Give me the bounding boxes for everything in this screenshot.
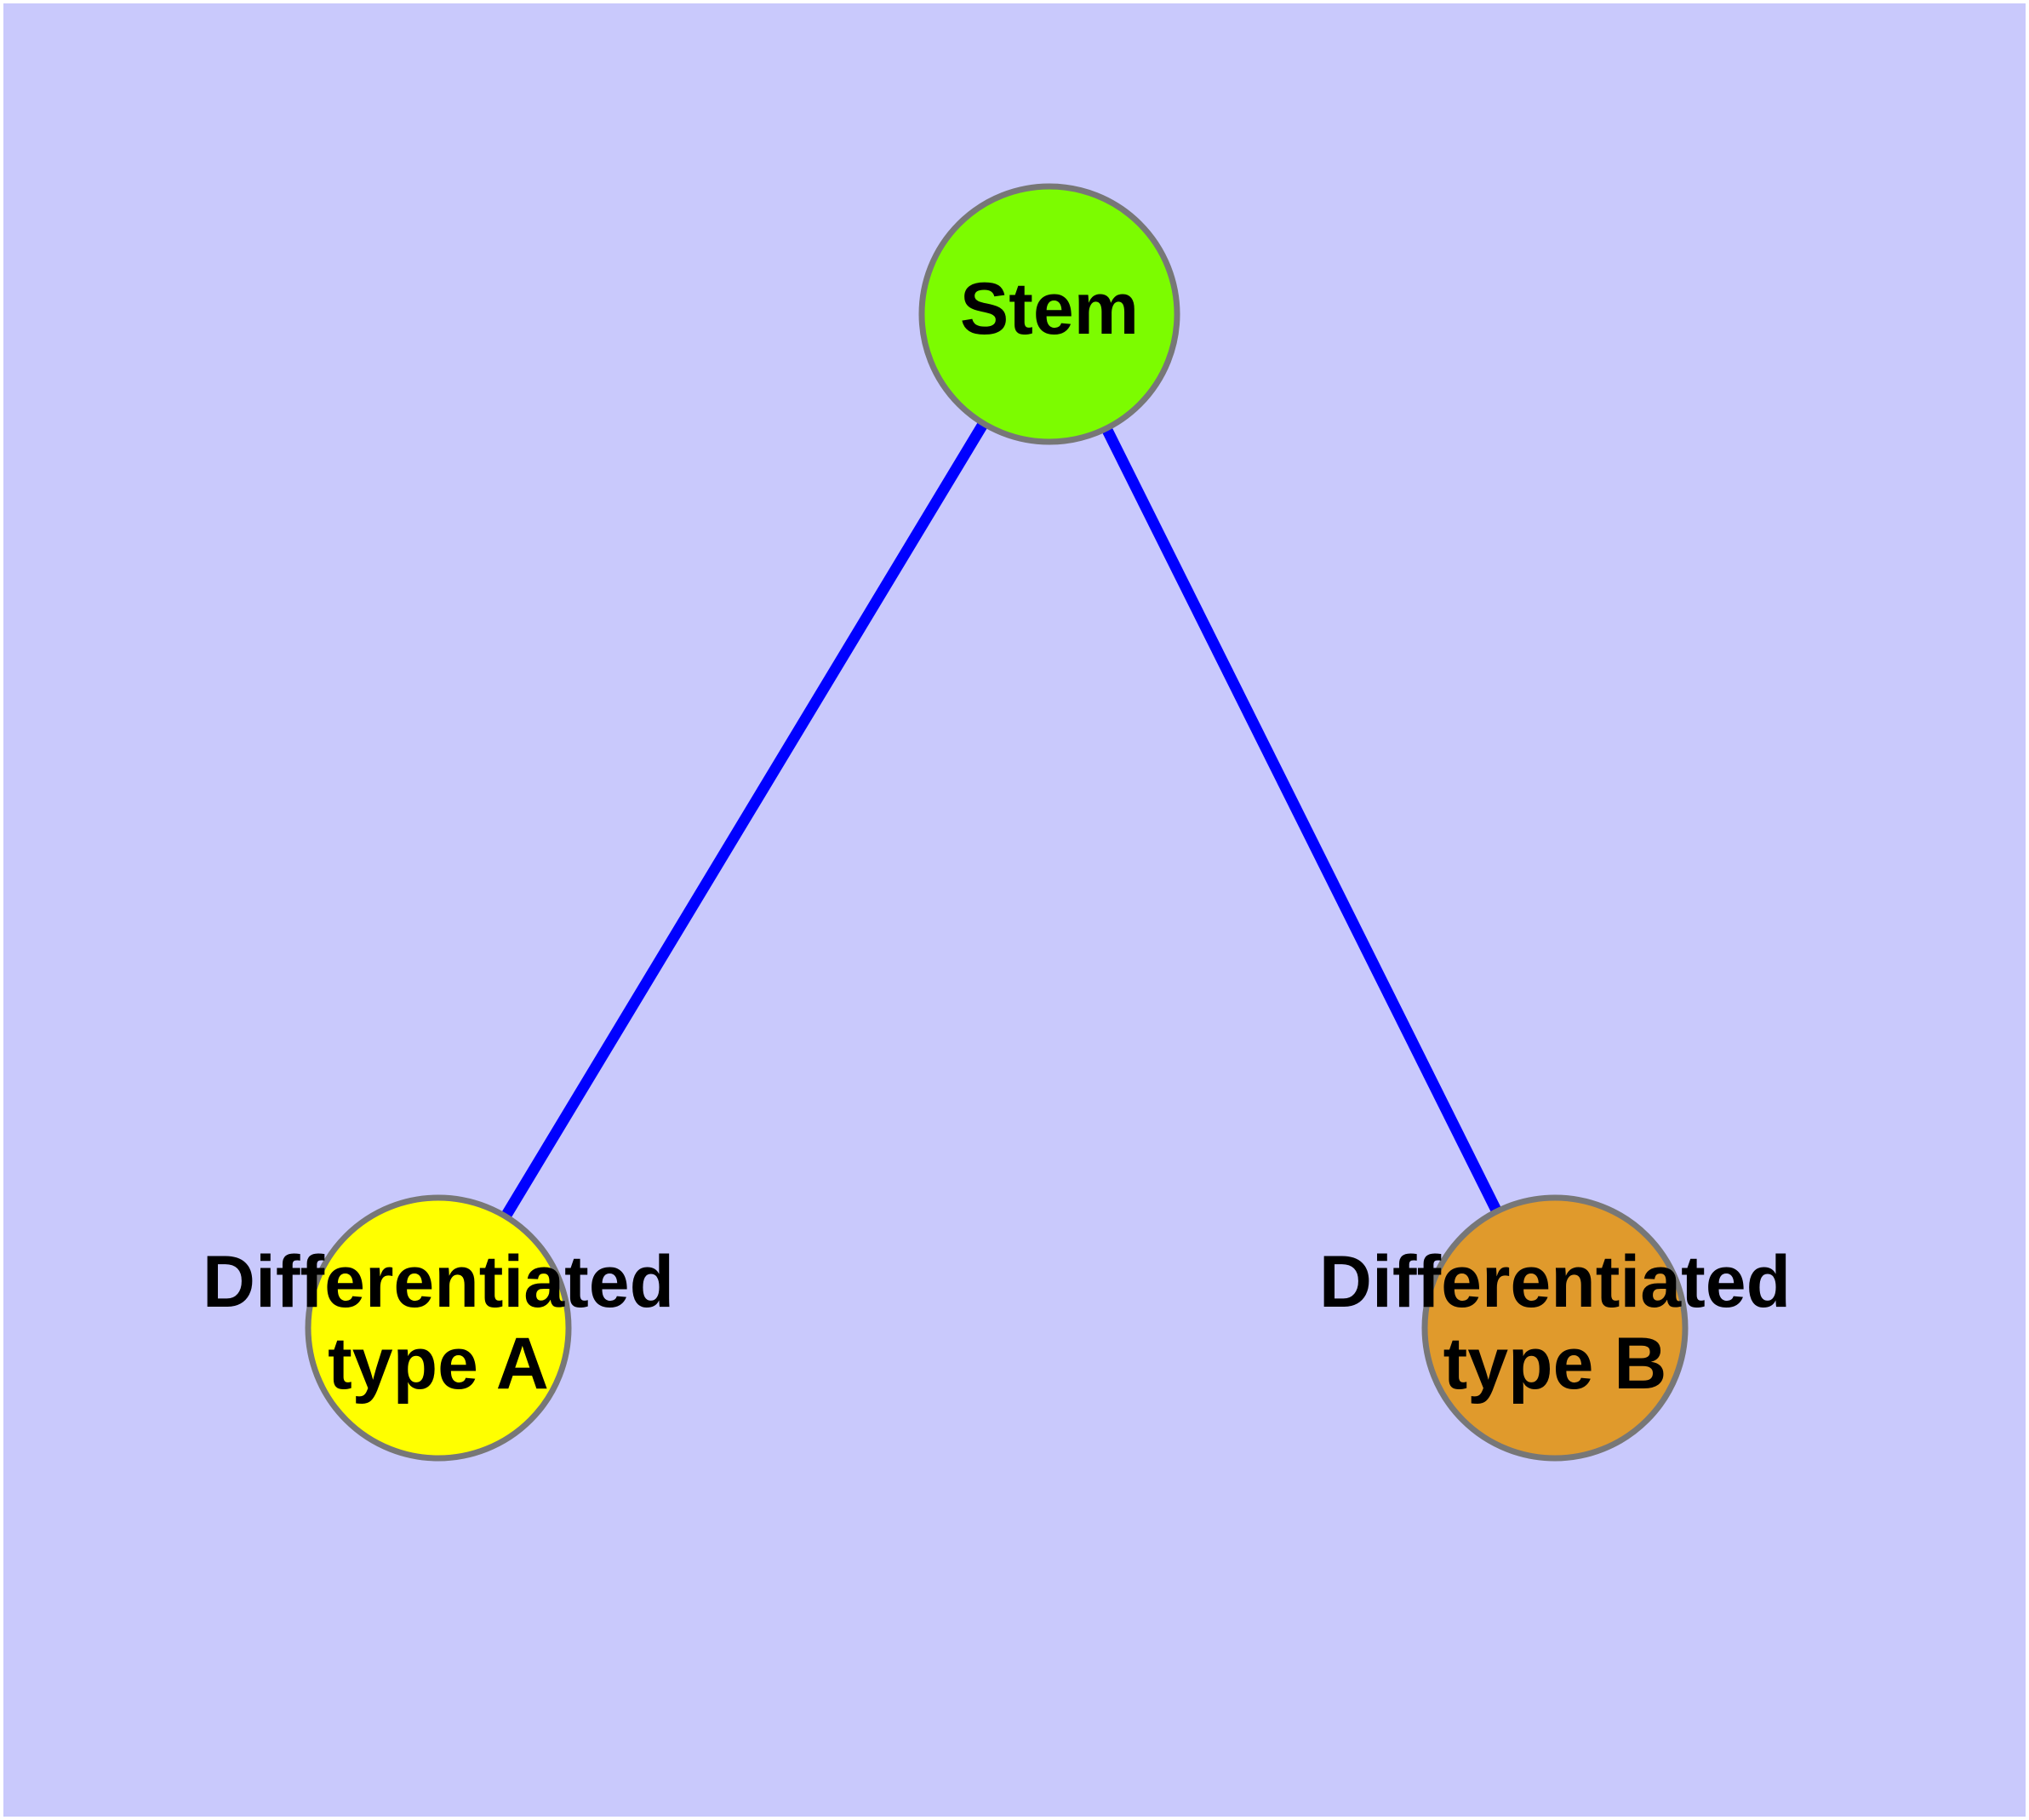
graph-node-diff_b[interactable]	[1421, 1194, 1689, 1462]
node-label-line: Differentiated	[203, 1241, 674, 1323]
graph-node-stem[interactable]	[918, 183, 1180, 445]
node-label-line: Differentiated	[1319, 1241, 1791, 1323]
node-circle-stem[interactable]	[918, 183, 1180, 445]
node-label-line: type A	[328, 1323, 549, 1405]
graph-node-diff_a[interactable]	[305, 1194, 572, 1462]
node-label-line: Stem	[960, 268, 1139, 350]
node-circle-diff_a[interactable]	[305, 1194, 572, 1462]
graph-edge[interactable]	[1044, 312, 1560, 1331]
node-label-stem: Stem	[960, 268, 1139, 350]
node-label-line: type B	[1443, 1323, 1667, 1405]
graph-edge[interactable]	[433, 311, 1055, 1331]
edge-layer	[433, 311, 1560, 1331]
node-circle-diff_b[interactable]	[1421, 1194, 1689, 1462]
